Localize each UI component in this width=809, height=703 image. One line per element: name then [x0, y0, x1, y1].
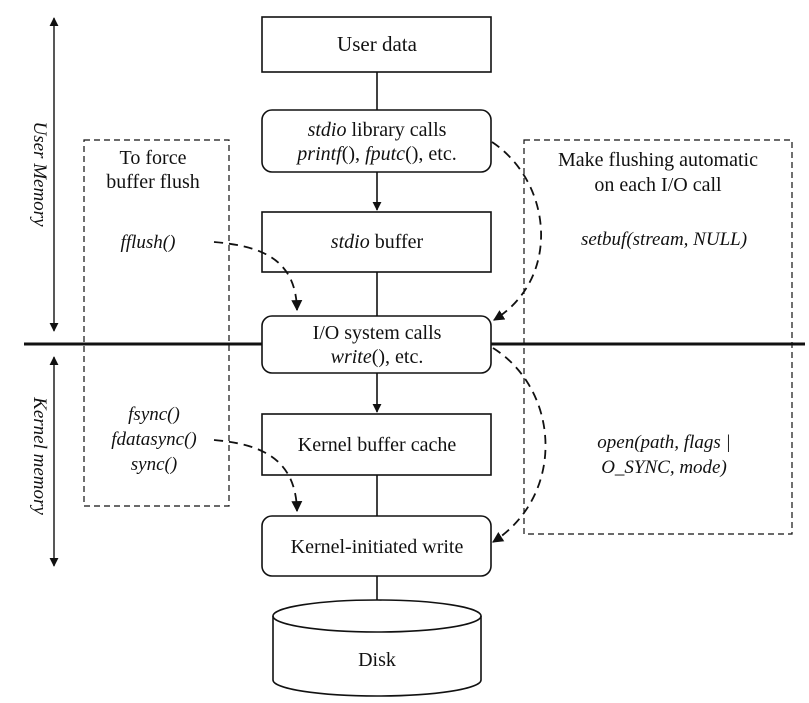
kernel-memory-label: Kernel memory: [29, 396, 50, 515]
kernel-buffer-cache-label: Kernel buffer cache: [298, 434, 457, 456]
user-data-box: [261, 16, 492, 73]
fflush-dashed-arrow: [213, 241, 303, 312]
disk-label: Disk: [358, 649, 396, 671]
stdio-buffer-box: [261, 211, 492, 273]
setbuf-dashed-arrow: [491, 141, 542, 321]
stdio-library-calls-line2: printf(), fputc(), etc.: [295, 143, 456, 165]
fflush-label: fflush(): [121, 232, 176, 253]
left-panel-title-line2: buffer flush: [106, 171, 200, 193]
io-system-calls-box: [261, 315, 492, 374]
sync-label: sync(): [131, 454, 177, 475]
io-system-calls-line2: write(), etc.: [331, 346, 424, 368]
kernel-initiated-write-label: Kernel-initiated write: [291, 536, 464, 558]
kernel-initiated-write-box: [261, 515, 492, 577]
open-osync-line2: O_SYNC, mode): [601, 457, 727, 478]
osync-dashed-arrow: [492, 347, 547, 543]
left-flush-panel: [83, 139, 230, 507]
stdio-buffer-label: stdio buffer: [331, 231, 424, 253]
fsync-dashed-arrow: [213, 439, 303, 513]
user-memory-label: User Memory: [29, 121, 50, 227]
setbuf-label: setbuf(stream, NULL): [581, 229, 747, 250]
disk-cylinder: [272, 599, 482, 697]
user-data-label: User data: [337, 32, 418, 56]
open-osync-line1: open(path, flags |: [597, 432, 730, 453]
io-system-calls-line1: I/O system calls: [313, 322, 442, 344]
fsync-label: fsync(): [128, 404, 180, 425]
stdio-library-calls-line1: stdio library calls: [308, 119, 447, 141]
stdio-library-calls-box: [261, 109, 492, 173]
fdatasync-label: fdatasync(): [111, 429, 196, 450]
kernel-buffer-cache-box: [261, 413, 492, 476]
left-panel-title-line1: To force: [120, 147, 187, 169]
right-panel-title-line1: Make flushing automatic: [558, 149, 758, 171]
right-auto-flush-panel: [523, 139, 793, 535]
right-panel-title-line2: on each I/O call: [594, 174, 722, 196]
